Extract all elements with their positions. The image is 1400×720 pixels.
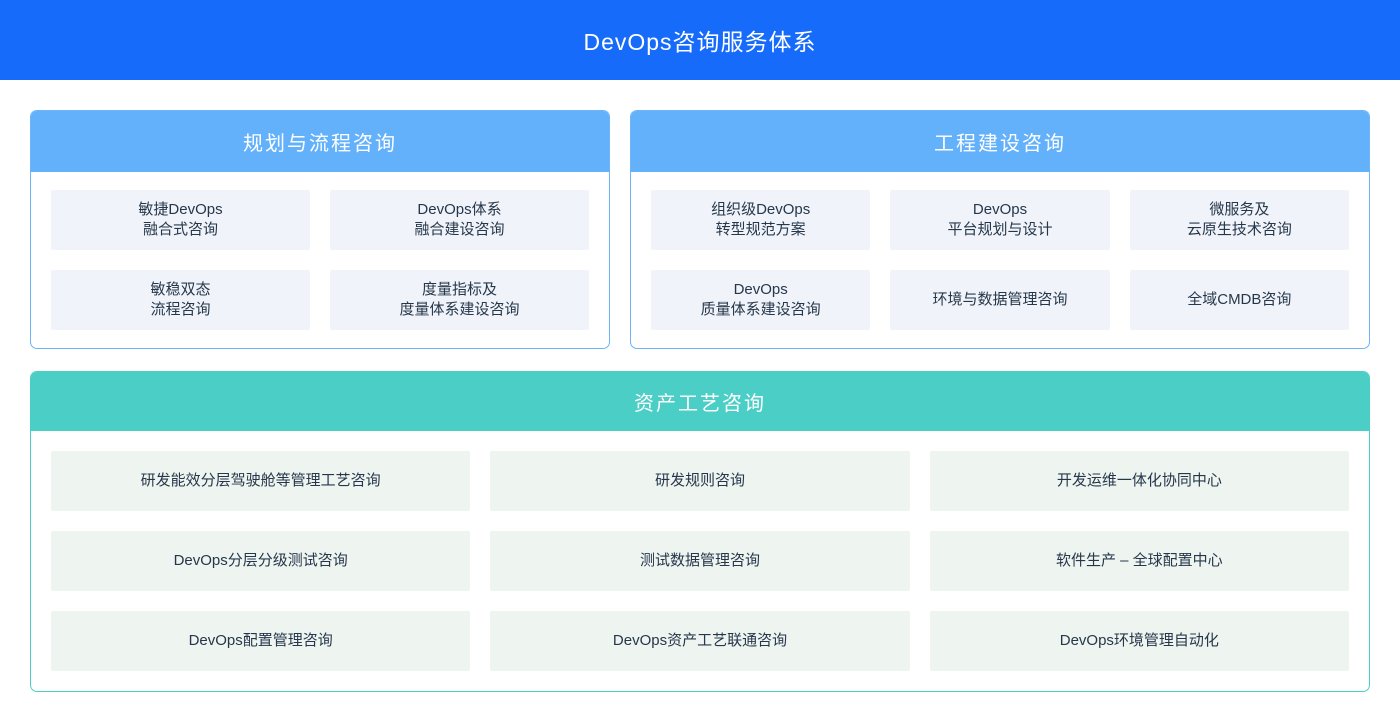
- service-item-line: 研发规则咨询: [654, 472, 745, 489]
- service-item-devops-asset-process-link-consulting: DevOps资产工艺联通咨询: [490, 611, 910, 671]
- service-item-line: DevOps配置管理咨询: [188, 632, 333, 649]
- service-item-devops-quality-system-consulting: DevOps 质量体系建设咨询: [651, 270, 871, 330]
- top-banner: DevOps咨询服务体系: [0, 0, 1400, 80]
- service-item-devops-system-construction-consulting: DevOps体系 融合建设咨询: [330, 190, 589, 250]
- panel-engineering-construction-title: 工程建设咨询: [631, 111, 1369, 172]
- service-item-line: 测试数据管理咨询: [639, 552, 760, 569]
- service-item-line: 敏捷DevOps: [138, 201, 223, 218]
- service-item-line: 研发能效分层驾驶舱等管理工艺咨询: [140, 472, 381, 489]
- service-item-line: 融合建设咨询: [414, 221, 505, 238]
- service-item-line: 软件生产 – 全球配置中心: [1055, 552, 1223, 569]
- service-item-line: DevOps: [972, 201, 1028, 218]
- panel-asset-process-body: 研发能效分层驾驶舱等管理工艺咨询 研发规则咨询 开发运维一体化协同中心 DevO…: [31, 431, 1369, 691]
- service-item-line: 云原生技术咨询: [1186, 221, 1292, 238]
- service-item-metrics-system-consulting: 度量指标及 度量体系建设咨询: [330, 270, 589, 330]
- service-item-line: DevOps分层分级测试咨询: [173, 552, 348, 569]
- service-item-line: 环境与数据管理咨询: [932, 291, 1068, 308]
- service-item-devops-platform-planning-design: DevOps 平台规划与设计: [890, 190, 1110, 250]
- service-item-line: 平台规划与设计: [947, 221, 1053, 238]
- service-item-line: 转型规范方案: [715, 221, 806, 238]
- service-item-line: 开发运维一体化协同中心: [1056, 472, 1222, 489]
- service-item-line: 组织级DevOps: [711, 201, 811, 218]
- service-item-line: DevOps: [733, 281, 788, 298]
- service-item-devops-env-management-automation: DevOps环境管理自动化: [929, 611, 1349, 671]
- service-item-devops-collaboration-center: 开发运维一体化协同中心: [929, 451, 1349, 511]
- service-item-line: DevOps环境管理自动化: [1059, 632, 1219, 649]
- service-item-org-devops-transformation-plan: 组织级DevOps 转型规范方案: [651, 190, 871, 250]
- service-item-line: 度量体系建设咨询: [399, 301, 520, 318]
- service-item-line: 全域CMDB咨询: [1187, 291, 1292, 308]
- service-item-line: 融合式咨询: [142, 221, 218, 238]
- service-item-env-data-management-consulting: 环境与数据管理咨询: [890, 270, 1110, 330]
- main-title: DevOps咨询服务体系: [583, 29, 817, 55]
- service-item-line: 微服务及: [1209, 201, 1270, 218]
- service-item-devops-config-management-consulting: DevOps配置管理咨询: [51, 611, 471, 671]
- top-panels-row: 规划与流程咨询 敏捷DevOps 融合式咨询 DevOps体系 融合建设咨询 敏…: [30, 110, 1370, 349]
- panel-planning-process: 规划与流程咨询 敏捷DevOps 融合式咨询 DevOps体系 融合建设咨询 敏…: [30, 110, 610, 349]
- panel-engineering-construction: 工程建设咨询 组织级DevOps 转型规范方案 DevOps 平台规划与设计 微…: [630, 110, 1370, 349]
- panel-engineering-construction-body: 组织级DevOps 转型规范方案 DevOps 平台规划与设计 微服务及 云原生…: [631, 172, 1369, 348]
- service-item-line: DevOps体系: [417, 201, 502, 218]
- service-item-line: 敏稳双态: [150, 281, 211, 298]
- service-item-test-data-management-consulting: 测试数据管理咨询: [490, 531, 910, 591]
- service-item-rd-efficiency-cockpit-consulting: 研发能效分层驾驶舱等管理工艺咨询: [51, 451, 471, 511]
- service-item-line: 质量体系建设咨询: [700, 301, 821, 318]
- service-item-line: 度量指标及: [421, 281, 497, 298]
- service-item-line: DevOps资产工艺联通咨询: [612, 632, 788, 649]
- service-item-line: 流程咨询: [150, 301, 211, 318]
- service-item-microservice-cloud-native-consulting: 微服务及 云原生技术咨询: [1129, 190, 1349, 250]
- service-item-global-cmdb-consulting: 全域CMDB咨询: [1129, 270, 1349, 330]
- panel-asset-process: 资产工艺咨询 研发能效分层驾驶舱等管理工艺咨询 研发规则咨询 开发运维一体化协同…: [30, 371, 1370, 692]
- service-item-bimodal-process-consulting: 敏稳双态 流程咨询: [51, 270, 310, 330]
- panel-asset-process-title: 资产工艺咨询: [31, 372, 1369, 431]
- panel-planning-process-title: 规划与流程咨询: [31, 111, 609, 172]
- service-item-software-production-global-config-center: 软件生产 – 全球配置中心: [929, 531, 1349, 591]
- panel-planning-process-body: 敏捷DevOps 融合式咨询 DevOps体系 融合建设咨询 敏稳双态 流程咨询…: [31, 172, 609, 348]
- service-item-agile-devops-fusion-consulting: 敏捷DevOps 融合式咨询: [51, 190, 310, 250]
- service-item-rd-rules-consulting: 研发规则咨询: [490, 451, 910, 511]
- service-item-devops-layered-testing-consulting: DevOps分层分级测试咨询: [51, 531, 471, 591]
